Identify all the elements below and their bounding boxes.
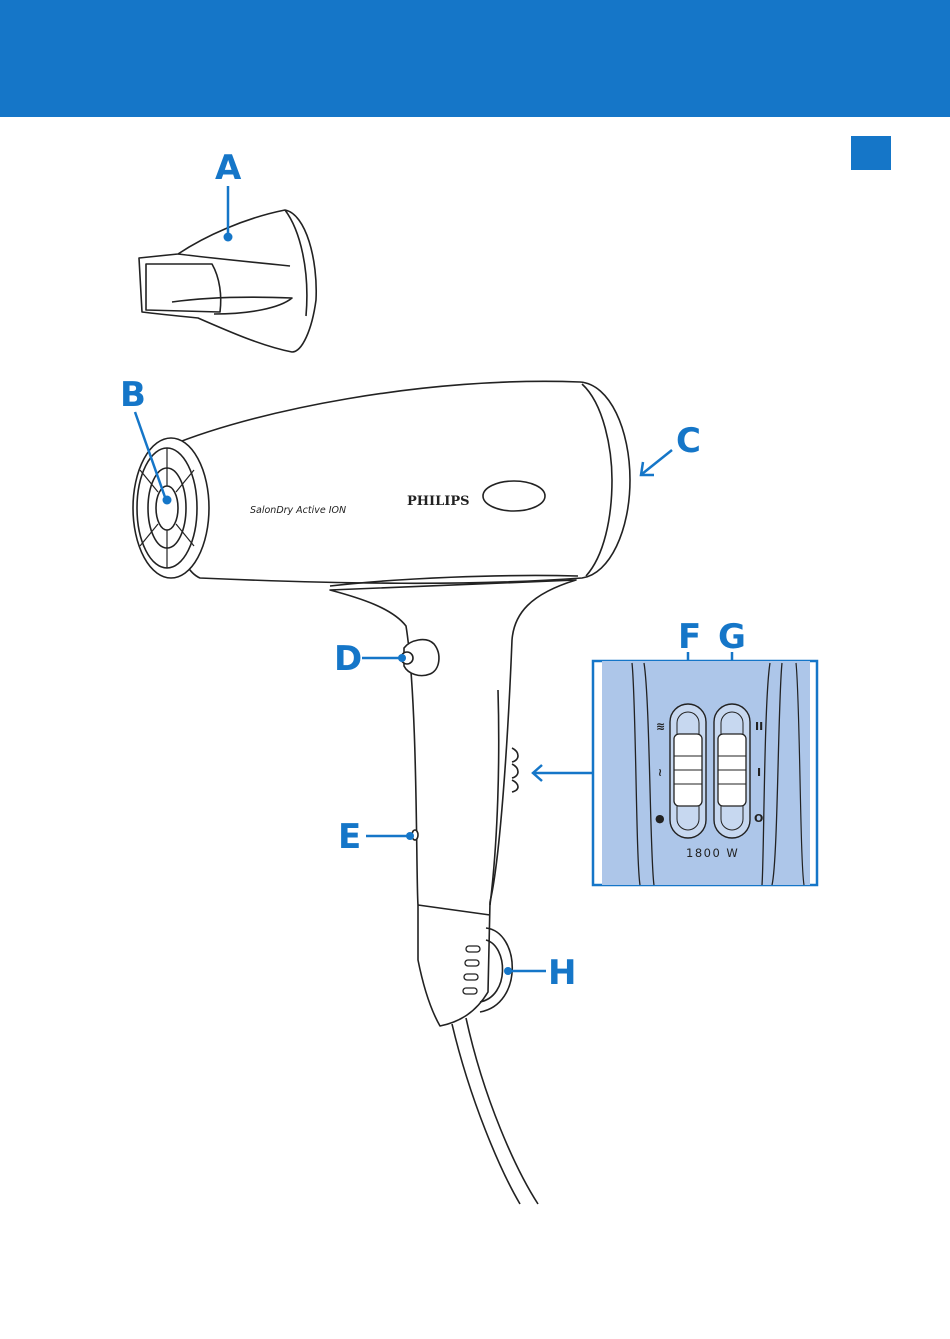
- brand-logo-text: PHILIPS: [407, 494, 470, 509]
- wattage-label: 1800 W: [686, 846, 739, 860]
- callout-f-temperature-switch: F: [678, 617, 701, 657]
- speed-off-mark: O: [754, 812, 763, 825]
- temperature-high-icon: ≋: [656, 720, 665, 733]
- temperature-cool-icon: ●: [655, 812, 665, 825]
- callout-b-air-inlet-grille: B: [120, 375, 146, 415]
- callout-a-concentrator: A: [215, 148, 242, 188]
- callout-h-hanging-loop: H: [548, 953, 576, 993]
- speed-low-mark: I: [757, 766, 761, 779]
- speed-high-mark: II: [755, 720, 763, 733]
- temperature-low-icon: ≀: [658, 766, 662, 779]
- callout-e-ion-indicator: E: [338, 817, 361, 857]
- callout-d-cool-shot-button: D: [334, 639, 362, 679]
- model-name-text: SalonDry Active ION: [250, 505, 346, 516]
- callout-c-air-outlet: C: [676, 421, 701, 461]
- callout-g-speed-switch: G: [718, 617, 746, 657]
- dryer-body: [133, 381, 630, 1204]
